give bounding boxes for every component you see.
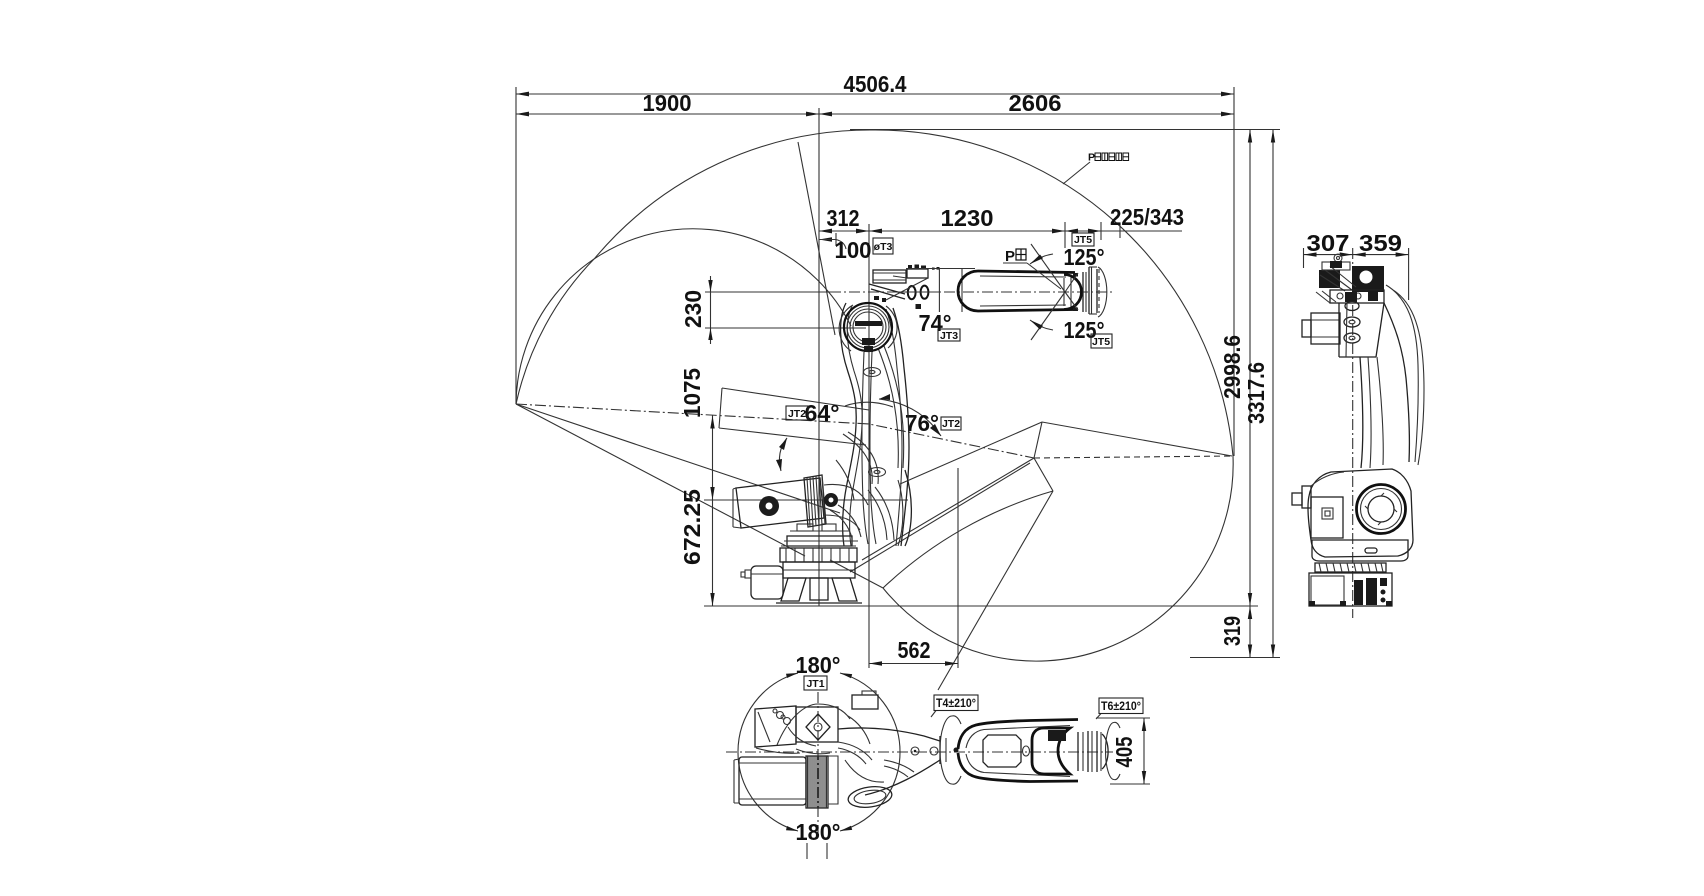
svg-text:74°: 74° [919, 310, 952, 336]
svg-text:JT2: JT2 [788, 408, 806, 420]
svg-text:225/343: 225/343 [1110, 204, 1184, 230]
svg-text:3317.6: 3317.6 [1243, 362, 1269, 424]
svg-text:405: 405 [1111, 736, 1137, 767]
svg-text:T6±210°: T6±210° [1101, 699, 1141, 713]
svg-text:P: P [1088, 152, 1095, 164]
svg-text:359: 359 [1359, 230, 1402, 256]
svg-text:312: 312 [827, 205, 860, 231]
svg-text:100: 100 [835, 237, 872, 263]
svg-text:562: 562 [898, 637, 931, 663]
svg-text:øT3: øT3 [874, 241, 893, 253]
svg-text:230: 230 [680, 290, 706, 328]
svg-text:P: P [1005, 248, 1015, 265]
svg-text:76°: 76° [905, 410, 939, 436]
svg-text:307: 307 [1307, 230, 1350, 256]
svg-text:1900: 1900 [643, 90, 692, 116]
svg-text:1230: 1230 [941, 205, 994, 231]
svg-text:64°: 64° [805, 400, 840, 426]
svg-text:4506.4: 4506.4 [844, 71, 907, 97]
svg-text:125°: 125° [1064, 317, 1105, 343]
svg-text:JT5: JT5 [1092, 336, 1110, 348]
svg-text:JT2: JT2 [942, 418, 960, 430]
svg-text:T4±210°: T4±210° [936, 696, 976, 710]
svg-text:180°: 180° [796, 819, 841, 845]
svg-text:672.25: 672.25 [679, 489, 705, 565]
svg-text:JT1: JT1 [806, 678, 824, 690]
svg-text:JT3: JT3 [940, 330, 958, 342]
svg-text:1075: 1075 [679, 368, 705, 418]
svg-text:2606: 2606 [1009, 90, 1062, 116]
svg-text:180°: 180° [796, 652, 841, 678]
svg-text:125°: 125° [1064, 244, 1105, 270]
svg-text:2998.6: 2998.6 [1219, 335, 1245, 399]
svg-text:JT5: JT5 [1074, 234, 1092, 246]
svg-text:319: 319 [1219, 616, 1245, 646]
